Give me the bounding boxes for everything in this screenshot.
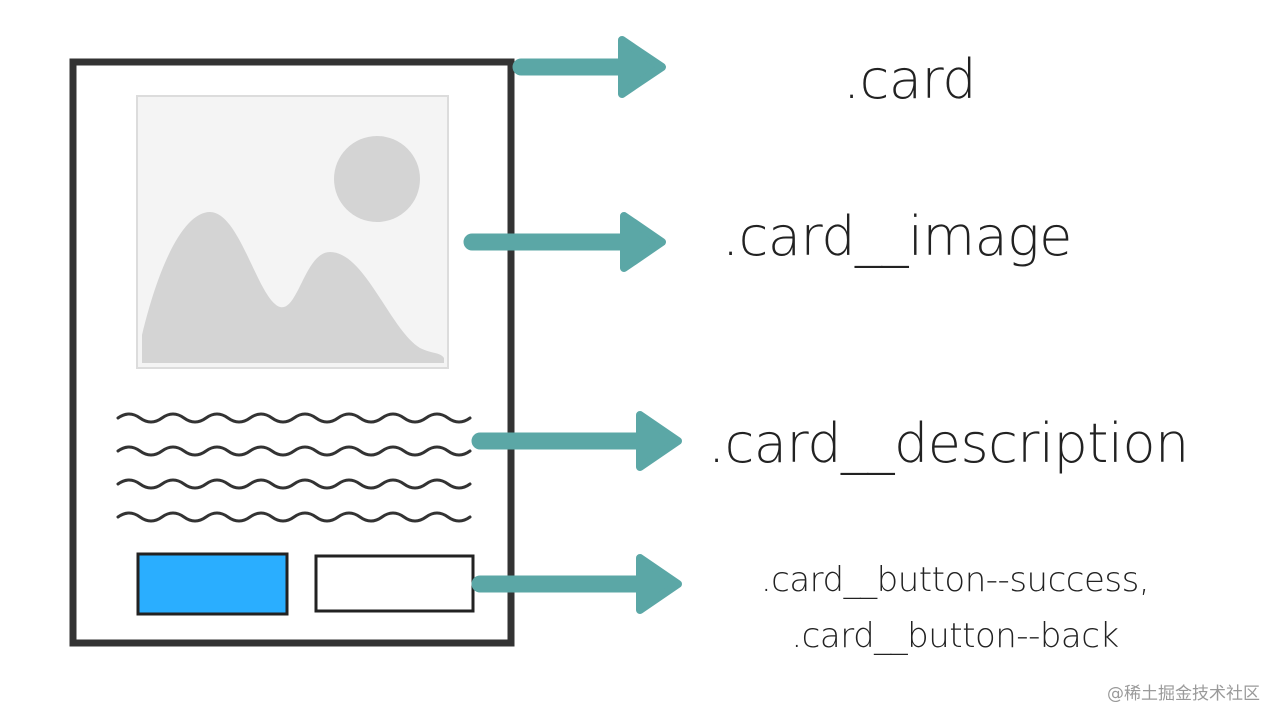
card-button-class-labels: .card__button--success, .card__button--b… <box>750 552 1160 664</box>
back-button-shape <box>314 554 475 613</box>
button-success-class-label: .card__button--success, <box>760 560 1150 600</box>
right-arrow-icon <box>463 212 666 272</box>
card-image-class-label: .card__image <box>722 205 1072 268</box>
success-button-shape <box>136 552 289 616</box>
card-description-class-label: .card__description <box>708 412 1189 475</box>
right-arrow-icon <box>471 554 682 614</box>
landscape-placeholder-icon <box>136 95 449 369</box>
button-back-class-label: .card__button--back <box>791 616 1119 656</box>
right-arrow-icon <box>512 36 666 98</box>
right-arrow-icon <box>471 411 682 471</box>
mountains-shape <box>142 212 444 363</box>
wave-line-2 <box>116 445 472 457</box>
wave-line-1 <box>116 412 472 424</box>
description-lines <box>116 412 472 523</box>
sun-shape <box>334 136 420 222</box>
card-class-label: .card <box>843 48 976 111</box>
watermark: @稀土掘金技术社区 <box>1107 684 1260 704</box>
wave-line-4 <box>116 511 472 523</box>
wave-line-3 <box>116 478 472 490</box>
